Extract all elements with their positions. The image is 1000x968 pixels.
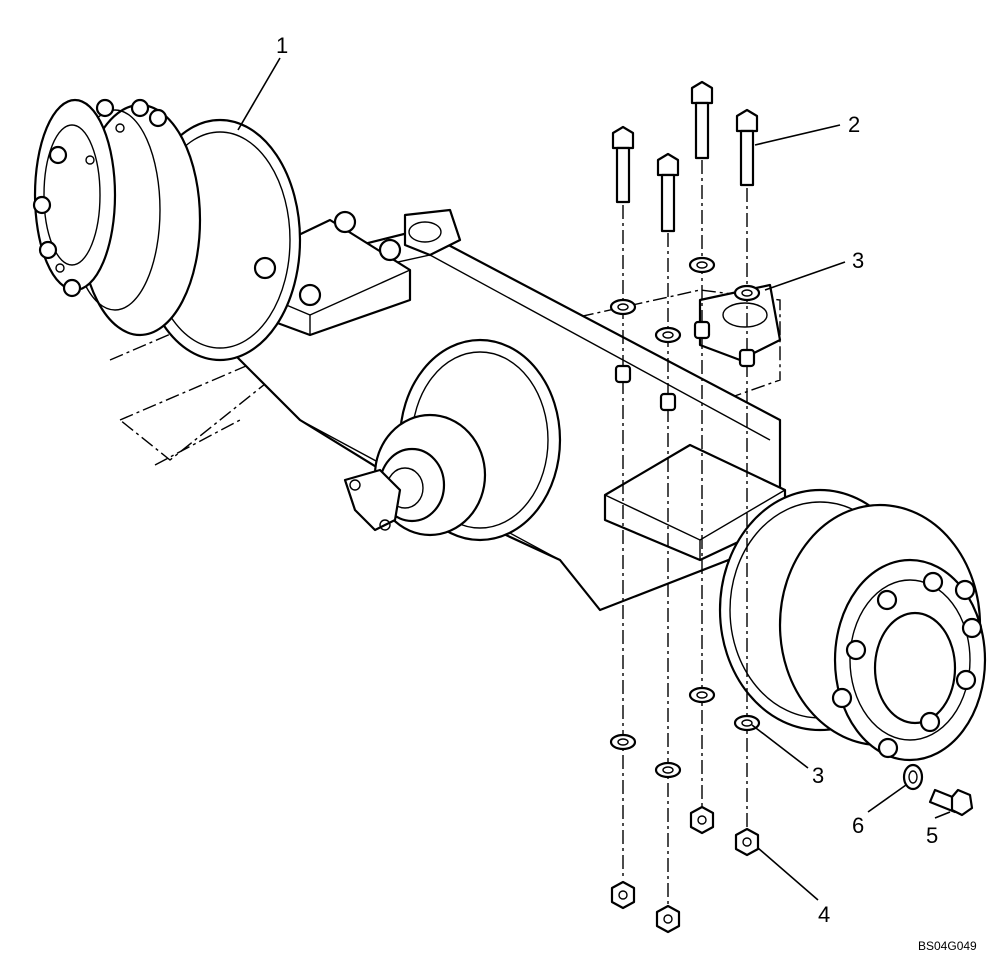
figure-code: BS04G049 (918, 939, 977, 953)
small-washer (902, 763, 924, 791)
callout-1: 1 (276, 33, 288, 58)
callout-3-upper: 3 (852, 248, 864, 273)
bolt-4 (735, 108, 759, 187)
leader-lines (237, 57, 951, 901)
upper-washers (609, 256, 761, 344)
small-bolt (928, 788, 974, 817)
bolt-1 (611, 125, 635, 204)
callout-5: 5 (926, 823, 938, 848)
long-bolts (611, 80, 759, 233)
differential-housing (343, 338, 562, 542)
lower-washers (609, 686, 761, 779)
nuts (610, 805, 760, 934)
callout-6: 6 (852, 813, 864, 838)
left-wheel-end (32, 98, 302, 362)
spacers (614, 320, 756, 412)
bolt-3 (690, 80, 714, 160)
right-wheel-end (718, 488, 987, 762)
pad-bolts (253, 210, 402, 307)
callout-2: 2 (848, 112, 860, 137)
callouts: 1 2 3 3 4 5 6 (276, 33, 938, 927)
bolt-2 (656, 152, 680, 233)
callout-4: 4 (818, 902, 830, 927)
callout-3-lower: 3 (812, 763, 824, 788)
